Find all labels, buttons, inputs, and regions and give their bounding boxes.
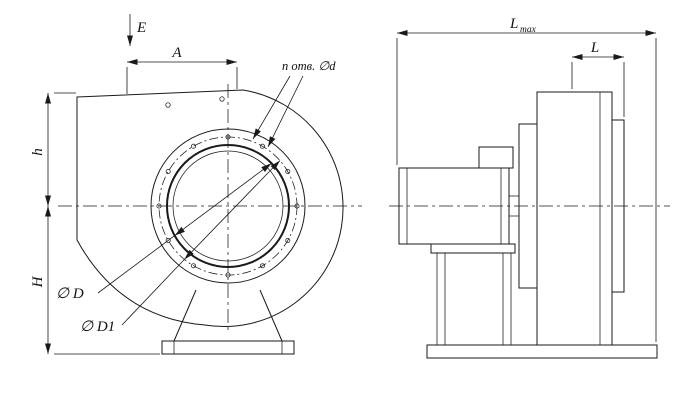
dimension-A: A: [126, 45, 238, 94]
bolt-hole: [225, 134, 231, 140]
label-h: h: [30, 148, 46, 156]
base-plate-front: [161, 340, 295, 355]
bolt-hole: [260, 263, 265, 269]
inlet-flange: [150, 128, 306, 284]
label-L: L: [590, 40, 599, 56]
dimension-h: h: [30, 92, 76, 206]
diameter-line-D1: [184, 160, 281, 260]
base-plate-side: [426, 344, 658, 359]
label-D1: ∅ D1: [80, 319, 115, 335]
bolt-hole: [294, 203, 300, 209]
label-holes: n отв. ∅d: [282, 59, 336, 73]
inlet-circle: [166, 144, 290, 268]
bolt-hole: [156, 203, 162, 209]
label-Lmax-subscript: max: [520, 25, 537, 35]
dimension-H: H: [30, 206, 160, 355]
bolt-hole: [260, 143, 265, 149]
dimension-L: L: [571, 40, 625, 117]
label-H: H: [30, 275, 46, 288]
casing-body: [536, 91, 613, 346]
bolt-holes: [156, 134, 300, 278]
leader-line-holes: [252, 75, 291, 140]
casing-screw-hole: [219, 96, 225, 102]
scroll-casing: [76, 89, 344, 328]
dimension-holes: n отв. ∅d: [252, 59, 336, 148]
pedestal-right-edge: [259, 289, 283, 342]
leader-line-holes: [267, 75, 304, 148]
bolt-hole: [285, 169, 291, 174]
scroll-casing-outline: [76, 89, 344, 328]
bolt-hole: [165, 238, 171, 243]
side-view: L max L: [389, 16, 670, 359]
pedestal: [161, 289, 295, 355]
casing-screw-hole: [165, 102, 171, 108]
dimension-E: E: [127, 14, 146, 46]
bolt-hole: [225, 272, 231, 278]
dimension-Lmax: L max: [396, 16, 657, 342]
label-Lmax: L: [509, 16, 518, 32]
bolt-hole: [191, 143, 196, 149]
bolt-hole: [165, 169, 171, 174]
motor-rail: [430, 243, 516, 254]
label-A: A: [171, 45, 182, 61]
shaft: [508, 195, 520, 217]
front-centerlines: [58, 84, 362, 332]
bolt-circle-centerline: [158, 136, 298, 276]
leader-line-D: [97, 235, 175, 294]
diameter-line-D: [174, 162, 272, 236]
support-leg: [502, 252, 512, 346]
support-frame: [426, 243, 658, 359]
bolt-hole: [191, 263, 196, 269]
inlet-bore-circle: [172, 150, 284, 262]
support-leg: [436, 252, 446, 346]
front-view: E A h H ∅ D ∅: [30, 14, 362, 355]
label-D: ∅ D: [56, 286, 84, 302]
label-E: E: [136, 20, 146, 36]
terminal-box: [478, 146, 514, 169]
side-casing: [518, 91, 625, 346]
bolt-hole: [285, 238, 291, 243]
pedestal-left-edge: [173, 289, 197, 342]
dimension-D1: ∅ D1: [80, 160, 281, 335]
motor: [398, 146, 520, 245]
leader-line-D1: [121, 259, 185, 326]
flange-outer-circle: [150, 128, 306, 284]
inlet-collar: [611, 119, 625, 293]
